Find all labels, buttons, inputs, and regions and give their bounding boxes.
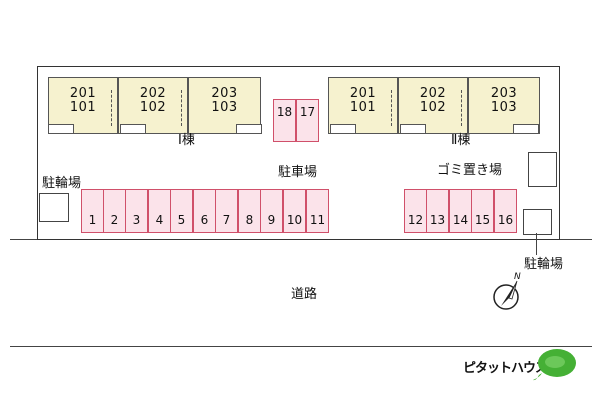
unit-number-lower: 102	[139, 100, 167, 115]
unit-number-lower: 101	[349, 100, 377, 115]
parking-space-5: 5	[170, 189, 193, 233]
parking-space-14: 14	[449, 189, 472, 233]
garbage-area	[528, 152, 557, 187]
partition-line	[111, 90, 112, 126]
parking-space-2: 2	[103, 189, 126, 233]
parking-space-15: 15	[471, 189, 494, 233]
entrance-step	[330, 124, 356, 134]
parking-space-18: 18	[273, 99, 296, 142]
partition-line	[461, 90, 462, 126]
road-edge-bottom	[10, 346, 592, 347]
bike-parking-right	[523, 209, 552, 235]
parking-space-11: 11	[306, 189, 329, 233]
parking-space-3: 3	[125, 189, 148, 233]
partition-line	[391, 90, 392, 126]
unit-number-lower: 103	[211, 100, 238, 115]
parking-row-right: 12 13 14 15 16	[404, 189, 519, 233]
building2-label: Ⅱ棟	[451, 133, 471, 148]
road-edge-right	[560, 239, 592, 240]
partition-line	[467, 90, 468, 126]
entrance-step	[400, 124, 426, 134]
parking-space-8: 8	[238, 189, 261, 233]
unit-number-lower: 102	[419, 100, 447, 115]
entrance-step	[120, 124, 146, 134]
parking-space-12: 12	[404, 189, 427, 233]
bike-parking-left-label: 駐輪場	[42, 176, 82, 191]
compass-icon: N	[490, 272, 526, 312]
parking-space-10: 10	[283, 189, 306, 233]
parking-space-9: 9	[260, 189, 283, 233]
road-label: 道路	[291, 287, 318, 302]
partition-line	[187, 90, 188, 126]
parking-space-6: 6	[193, 189, 216, 233]
unit-number-upper: 201	[69, 86, 97, 101]
unit-number-upper: 201	[349, 86, 377, 101]
parking-space-1: 1	[81, 189, 104, 233]
road-edge-left	[10, 239, 37, 240]
parking-space-17: 17	[296, 99, 319, 142]
logo-leaf-icon	[533, 349, 576, 381]
unit-number-lower: 101	[69, 100, 97, 115]
building1-label: Ⅰ棟	[178, 133, 195, 148]
partition-line	[181, 90, 182, 126]
compass-north-label: N	[514, 272, 521, 282]
logo-text: ピタットハウス	[463, 361, 548, 376]
unit-number-lower: 103	[490, 100, 518, 115]
bike-parking-left	[39, 193, 69, 222]
garbage-area-label: ゴミ置き場	[437, 163, 503, 178]
parking-space-16: 16	[494, 189, 517, 233]
parking-space-4: 4	[148, 189, 171, 233]
unit-number-upper: 203	[490, 86, 518, 101]
parking-space-13: 13	[426, 189, 449, 233]
parking-space-7: 7	[215, 189, 238, 233]
entrance-step	[513, 124, 539, 134]
parking-label: 駐車場	[278, 165, 318, 180]
unit-number-upper: 203	[211, 86, 238, 101]
pitat-house-logo: ピタットハウス	[463, 345, 583, 382]
bike-parking-right-label: 駐輪場	[524, 257, 564, 272]
parking-row-left: 1 2 3 4 5 6 7 8 9 10 11	[81, 189, 331, 233]
entrance-step	[48, 124, 74, 134]
unit-number-upper: 202	[419, 86, 447, 101]
entrance-step	[236, 124, 262, 134]
leader-line	[536, 233, 537, 255]
unit-number-upper: 202	[139, 86, 167, 101]
